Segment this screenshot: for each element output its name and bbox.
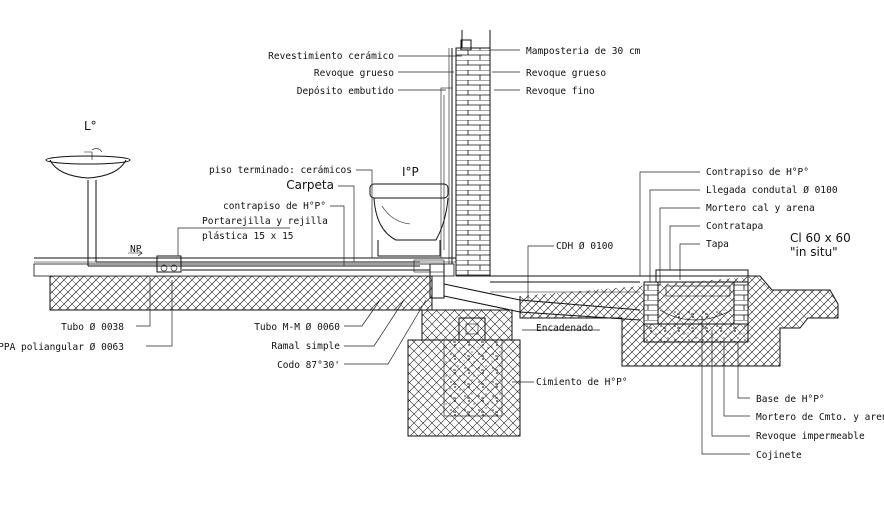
label-revoque-fino: Revoque fino [526, 86, 595, 97]
label-llegada: Llegada condutal Ø 0100 [706, 185, 838, 196]
embedded-cistern [440, 87, 453, 259]
label-revoque-imp: Revoque impermeable [756, 431, 865, 442]
label-revestimiento: Revestimiento cerámico [268, 51, 394, 62]
label-cdh: CDH Ø 0100 [556, 241, 613, 252]
floor-drain: NP [128, 244, 182, 273]
label-contrapiso-right: Contrapiso de H°P° [706, 167, 809, 178]
lavatory-symbol: L° [84, 119, 97, 133]
label-revoque-grueso-right: Revoque grueso [526, 68, 606, 79]
label-base: Base de H°P° [756, 394, 825, 405]
foundation [407, 309, 521, 437]
label-revoque-grueso-left: Revoque grueso [314, 68, 394, 79]
annotation-labels: Revestimiento cerámico Revoque grueso De… [0, 46, 884, 461]
label-contrapiso-left: contrapiso de H°P° [223, 201, 326, 212]
floor-slab-left [33, 257, 456, 311]
label-deposito: Depósito embutido [297, 86, 395, 97]
label-ramal: Ramal simple [271, 341, 340, 352]
brick-wall [448, 30, 491, 277]
inspection-chamber: Cl 60 x 60 "in situ" [643, 231, 851, 343]
label-codo: Codo 87°30' [277, 360, 340, 371]
label-mortero-cal: Mortero cal y arena [706, 203, 815, 214]
label-contratapa: Contratapa [706, 221, 763, 232]
label-tubo-038: Tubo Ø 0038 [61, 322, 124, 333]
label-encadenado: Encadenado [536, 323, 593, 334]
label-cimiento: Cimiento de H°P° [536, 377, 628, 388]
label-tubo-mm: Tubo M-M Ø 0060 [254, 322, 340, 333]
toilet-symbol: I°P [402, 165, 419, 179]
label-mortero-cmto: Mortero de Cmto. y arena [756, 412, 884, 423]
right-ground [490, 275, 839, 367]
lavatory: L° [45, 119, 131, 179]
label-ppa: PPA poliangular Ø 0063 [0, 342, 124, 353]
chamber-size: Cl 60 x 60 [790, 231, 851, 245]
label-mamposteria: Mamposteria de 30 cm [526, 46, 641, 57]
toilet: I°P [369, 165, 449, 257]
label-carpeta: Carpeta [286, 178, 334, 192]
np-mark: NP [130, 244, 142, 255]
label-piso: piso terminado: cerámicos [209, 165, 352, 176]
label-tapa: Tapa [706, 239, 729, 250]
label-portarejilla-2: plástica 15 x 15 [202, 231, 294, 242]
label-cojinete: Cojinete [756, 450, 802, 461]
label-portarejilla-1: Portarejilla y rejilla [202, 216, 328, 227]
chamber-note: "in situ" [790, 245, 838, 259]
leader-lines [136, 49, 750, 455]
